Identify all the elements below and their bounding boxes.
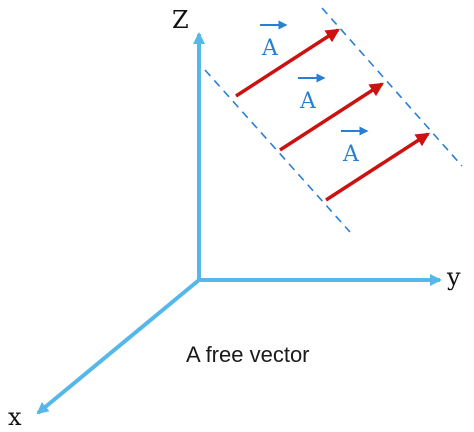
- axes-group: [36, 32, 442, 415]
- vector-label-text: A: [342, 142, 360, 167]
- vector-arrow: [325, 132, 430, 202]
- vector-label: A: [260, 20, 288, 61]
- vector-label-text: A: [299, 89, 317, 114]
- vector-label: A: [298, 73, 326, 114]
- vector-arrow: [279, 82, 384, 152]
- vector-label-text: A: [261, 36, 279, 61]
- z-axis-label: Z: [172, 6, 189, 34]
- guide-lines: [204, 7, 463, 233]
- vector-label: A: [341, 126, 369, 167]
- x-axis: [36, 278, 201, 415]
- right-dashed-guide: [321, 7, 463, 167]
- left-dashed-guide: [204, 69, 351, 233]
- vector-arrow: [235, 28, 340, 98]
- caption: A free vector: [186, 342, 310, 367]
- vectors-group: [235, 28, 430, 202]
- y-axis-label: y: [446, 263, 461, 291]
- x-axis-label: x: [8, 403, 22, 431]
